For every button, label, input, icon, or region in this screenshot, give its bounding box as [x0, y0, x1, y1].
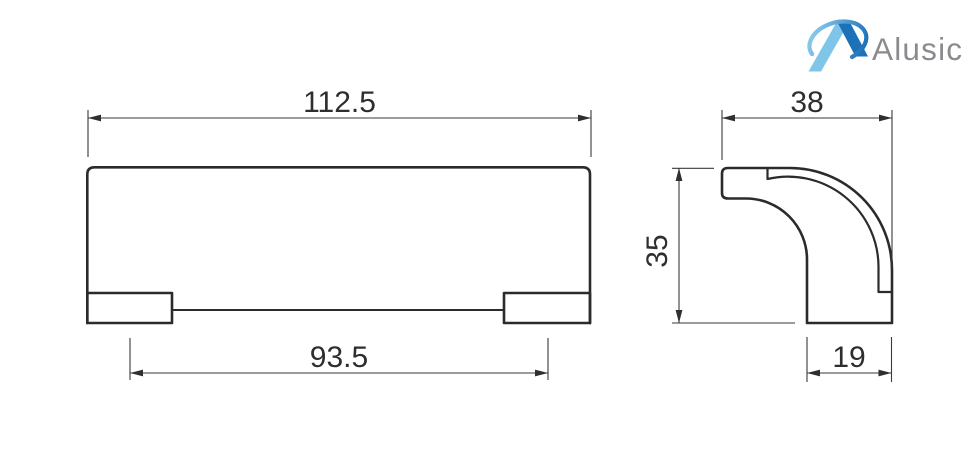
alusic-logo: Alusic [807, 19, 963, 72]
front-left-foot [86, 291, 174, 325]
dim-label-foot-width: 19 [832, 341, 865, 374]
arrowhead-right [878, 369, 892, 377]
logo-brand-text: Alusic [872, 31, 963, 67]
arrowhead-right [578, 114, 591, 122]
logo-swoosh-icon [807, 19, 869, 60]
front-view: 112.5 93.5 [86, 86, 592, 380]
arrowhead-left [722, 114, 735, 122]
arrowhead-left [807, 369, 820, 377]
side-view: 38 35 19 [641, 86, 894, 382]
front-right-foot [502, 291, 592, 325]
arrowhead-right [535, 369, 548, 377]
side-view-outline [720, 166, 894, 325]
dim-front-feet-span: 93.5 [129, 338, 549, 380]
side-view-inner-wall [766, 167, 893, 294]
arrowhead-right [879, 114, 892, 122]
logo-a-left-stroke [808, 21, 850, 72]
dim-side-foot-width: 19 [806, 337, 893, 382]
arrowhead-bottom [675, 310, 683, 323]
arrowhead-left [88, 114, 101, 122]
dim-front-overall-width: 112.5 [87, 86, 592, 157]
dim-label-overall-width: 112.5 [303, 86, 376, 119]
dim-label-feet-span: 93.5 [310, 341, 368, 374]
dim-label-height: 35 [641, 234, 674, 267]
dim-label-depth: 38 [790, 86, 823, 119]
arrowhead-top [675, 168, 683, 181]
arrowhead-left [130, 369, 143, 377]
front-view-outline [86, 166, 592, 325]
dim-side-depth: 38 [721, 86, 893, 268]
dim-side-height: 35 [641, 167, 795, 324]
